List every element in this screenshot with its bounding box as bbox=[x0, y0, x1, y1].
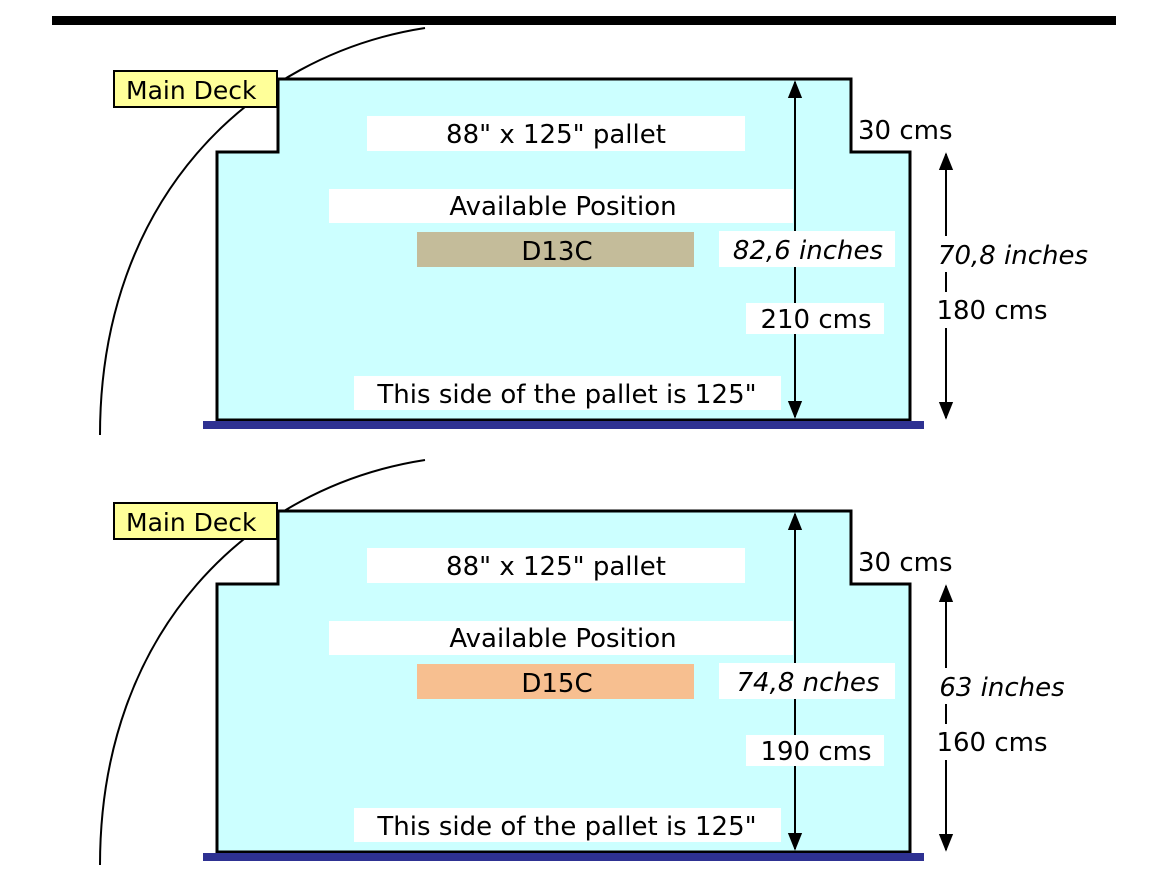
inner-cms: 190 cms bbox=[760, 737, 871, 767]
side-note-bg bbox=[354, 808, 781, 842]
inner-inches-bg bbox=[719, 231, 895, 267]
inner-cms-bg bbox=[746, 735, 884, 766]
inner-cms: 210 cms bbox=[760, 305, 871, 335]
fuselage-arc bbox=[99, 459, 426, 866]
side-note: This side of the pallet is 125" bbox=[376, 380, 756, 410]
outer-cms-bg bbox=[932, 292, 1056, 328]
inner-cms-bg bbox=[746, 303, 884, 334]
position-bar-d15c bbox=[417, 664, 694, 699]
pallet-label: 88" x 125" pallet bbox=[446, 120, 666, 150]
outer-cms: 160 cms bbox=[936, 728, 1047, 758]
outer-cms: 180 cms bbox=[936, 296, 1047, 326]
position-code: D15C bbox=[521, 669, 592, 699]
inner-inches-bg bbox=[719, 663, 895, 699]
outer-inches-bg bbox=[932, 668, 1072, 704]
outer-inches-bg bbox=[932, 236, 1090, 272]
position-code: D13C bbox=[521, 237, 592, 267]
pallet-label-bg bbox=[367, 548, 745, 583]
deck-label: Main Deck bbox=[126, 76, 257, 105]
inner-inches: 82,6 inches bbox=[733, 236, 883, 266]
deck-label-box bbox=[113, 502, 278, 540]
top-rule bbox=[52, 16, 1116, 25]
step-height: 30 cms bbox=[858, 548, 953, 578]
outer-inches: 70,8 inches bbox=[938, 241, 1088, 271]
outer-inches: 63 inches bbox=[939, 673, 1064, 703]
position-bar-d13c bbox=[417, 232, 694, 267]
outer-cms-bg bbox=[932, 724, 1056, 760]
floor-bar bbox=[203, 421, 924, 429]
step-height: 30 cms bbox=[858, 116, 953, 146]
side-note: This side of the pallet is 125" bbox=[376, 812, 756, 842]
fuselage-arc bbox=[99, 27, 426, 436]
available-label-bg bbox=[329, 189, 793, 223]
pallet-label-bg bbox=[367, 116, 745, 151]
available-label: Available Position bbox=[449, 192, 676, 222]
available-label-bg bbox=[329, 621, 793, 655]
panel-1: Main Deck 88" x 125" pallet Available Po… bbox=[99, 27, 1090, 436]
side-note-bg bbox=[354, 376, 781, 410]
deck-label-box bbox=[113, 70, 278, 108]
panel-2: Main Deck 88" x 125" pallet Available Po… bbox=[99, 459, 1072, 866]
floor-bar bbox=[203, 853, 924, 861]
deck-label: Main Deck bbox=[126, 508, 257, 537]
inner-inches: 74,8 nches bbox=[737, 668, 880, 698]
available-label: Available Position bbox=[449, 624, 676, 654]
pallet-label: 88" x 125" pallet bbox=[446, 552, 666, 582]
